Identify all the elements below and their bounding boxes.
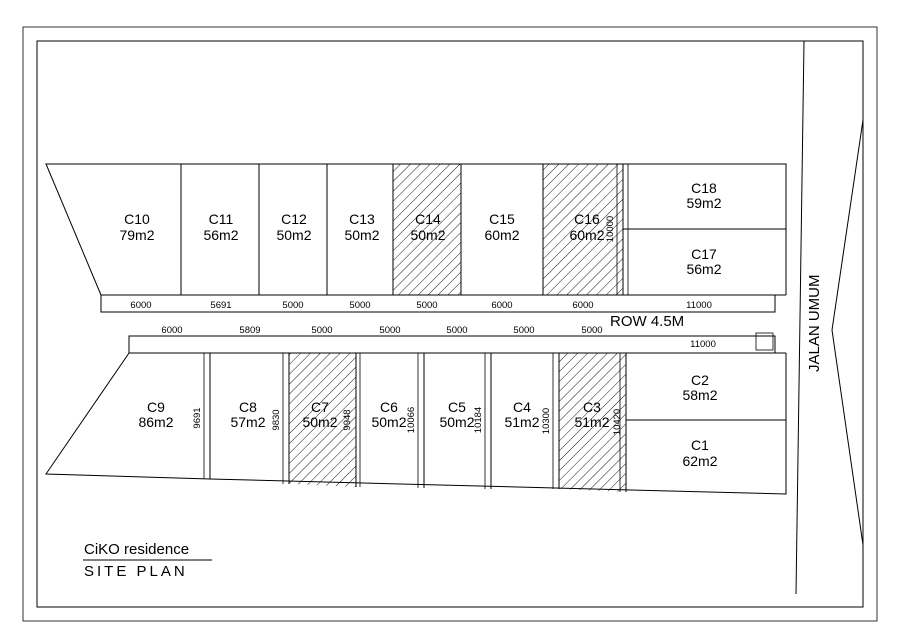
bottom-dim-1: 6000 — [161, 325, 182, 336]
lot-c7-id: C7 — [311, 399, 329, 415]
bottom-dim-3: 5000 — [311, 325, 332, 336]
top-dim-6: 6000 — [491, 300, 512, 311]
lot-c12-id: C12 — [281, 211, 307, 227]
top-dim-4: 5000 — [349, 300, 370, 311]
lot-c13-id: C13 — [349, 211, 375, 227]
lot-c11-area: 56m2 — [203, 227, 238, 243]
lot-c10-area: 79m2 — [119, 227, 154, 243]
lot-c11-id: C11 — [209, 211, 234, 227]
top-dim-1: 6000 — [130, 300, 151, 311]
lot-c16-area: 60m2 — [569, 227, 604, 243]
lot-c2-area: 58m2 — [682, 387, 717, 403]
lot-c16-id: C16 — [574, 211, 600, 227]
lot-c16-hatch — [543, 164, 623, 295]
lot-c7-hatch — [289, 353, 356, 487]
lot-c7-area: 50m2 — [302, 414, 337, 430]
top-dimension-strip: 6000 5691 5000 5000 5000 6000 6000 11000 — [100, 294, 776, 313]
inner-border — [36, 40, 864, 608]
lot-c18-id: C18 — [691, 180, 717, 196]
lot-c17-area: 56m2 — [686, 261, 721, 277]
lot-c14-area: 50m2 — [410, 227, 445, 243]
lot-c3-area: 51m2 — [574, 414, 609, 430]
lot-c1-id: C1 — [691, 437, 709, 453]
lot-c9-area: 86m2 — [138, 414, 173, 430]
lot-c8-area: 57m2 — [230, 414, 265, 430]
top-dim-3: 5000 — [282, 300, 303, 311]
lot-c18-area: 59m2 — [686, 195, 721, 211]
road-label: JALAN UMUM — [806, 274, 823, 372]
lot-c6-area: 50m2 — [371, 414, 406, 430]
outer-border — [22, 26, 878, 622]
top-dim-8: 11000 — [686, 300, 712, 311]
bottom-dim-8: 11000 — [690, 339, 716, 350]
south-block: 9691 9830 9948 10066 10184 10300 10420 C… — [45, 352, 787, 495]
bottom-dim-4: 5000 — [379, 325, 400, 336]
title-block: CiKO residence SITE PLAN — [83, 541, 212, 580]
lot-c15-area: 60m2 — [484, 227, 519, 243]
lot-c5-id: C5 — [448, 399, 466, 415]
lot-c5-area: 50m2 — [439, 414, 474, 430]
lot-c9-id: C9 — [147, 399, 165, 415]
depth-dim-6: 10300 — [541, 408, 552, 434]
lot-c12-area: 50m2 — [276, 227, 311, 243]
lot-c10-id: C10 — [124, 211, 150, 227]
lot-c14-id: C14 — [415, 211, 441, 227]
north-block: 10000 C10 79m2 C11 56m2 C12 50m2 C13 50m… — [45, 163, 787, 296]
row-label: ROW 4.5M — [610, 313, 684, 330]
lot-c4-area: 51m2 — [504, 414, 539, 430]
lot-c4-id: C4 — [513, 399, 531, 415]
depth-dim-3: 9948 — [342, 409, 353, 430]
top-dim-5: 5000 — [416, 300, 437, 311]
top-dim-2: 5691 — [210, 300, 231, 311]
depth-dim-1: 9691 — [192, 407, 203, 428]
lot-c17-id: C17 — [691, 246, 717, 262]
lot-c15-id: C15 — [489, 211, 515, 227]
lot-c3-hatch — [559, 353, 626, 492]
depth-dim-4: 10066 — [406, 407, 417, 433]
depth-dim-7: 10420 — [612, 409, 623, 435]
depth-dim-2: 9830 — [271, 409, 282, 430]
lot-c6-id: C6 — [380, 399, 398, 415]
lot-c3-id: C3 — [583, 399, 601, 415]
project-title: CiKO residence — [84, 541, 189, 558]
lot-c1-area: 62m2 — [682, 453, 717, 469]
depth-dim-5: 10184 — [473, 407, 484, 433]
bottom-dim-7: 5000 — [581, 325, 602, 336]
bottom-dim-6: 5000 — [513, 325, 534, 336]
lot-c13-area: 50m2 — [344, 227, 379, 243]
c16-depth-dim: 10000 — [605, 216, 616, 242]
lot-c2-id: C2 — [691, 372, 709, 388]
lot-c8-id: C8 — [239, 399, 257, 415]
lot-c14-hatch — [393, 164, 461, 295]
bottom-dim-2: 5809 — [239, 325, 260, 336]
jalan-umum-road: JALAN UMUM — [795, 40, 864, 595]
bottom-dim-5: 5000 — [446, 325, 467, 336]
sheet-title: SITE PLAN — [84, 563, 188, 580]
top-dim-7: 6000 — [572, 300, 593, 311]
